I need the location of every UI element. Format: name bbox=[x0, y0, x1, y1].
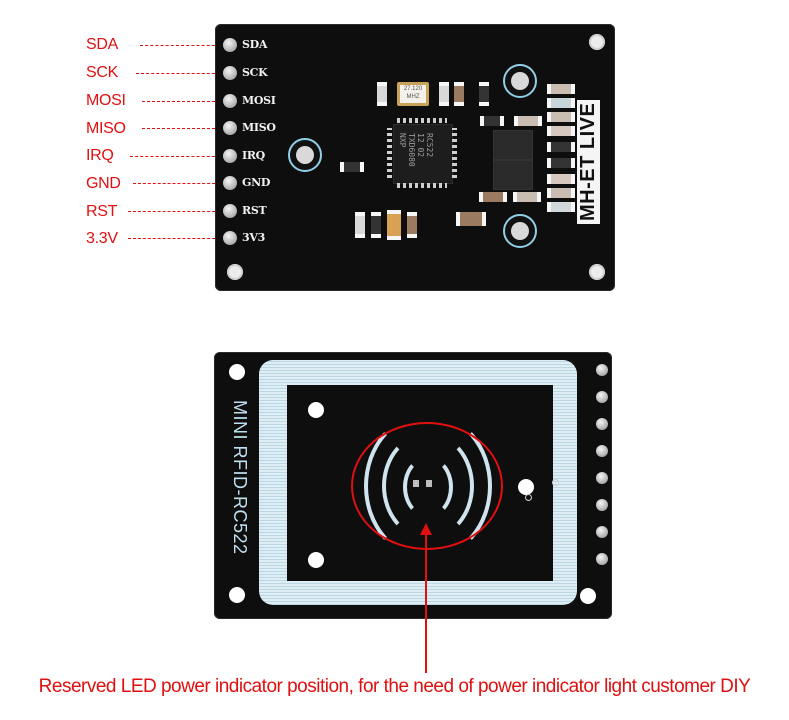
pin-label-gnd: GND bbox=[86, 175, 121, 192]
smd-component bbox=[480, 116, 504, 126]
annotation-ellipse bbox=[351, 422, 503, 550]
smd-component bbox=[479, 82, 489, 106]
mount-hole-icon bbox=[229, 364, 245, 380]
pin-leader-line bbox=[142, 128, 220, 129]
ringed-hole-icon bbox=[503, 214, 537, 248]
pin-leader-line bbox=[128, 211, 220, 212]
smd-component bbox=[547, 158, 575, 168]
smd-component bbox=[547, 188, 575, 198]
pin-label-sck: SCK bbox=[86, 64, 118, 81]
smd-component bbox=[439, 82, 449, 106]
annotation-caption: Reserved LED power indicator position, f… bbox=[38, 676, 751, 697]
chip-pins-top bbox=[397, 118, 447, 123]
pin-leader-line bbox=[142, 101, 220, 102]
silk-3v3: 3V3 bbox=[242, 231, 265, 244]
pin-pad-icon bbox=[223, 66, 237, 80]
pin-leader-line bbox=[136, 73, 220, 74]
pin-leader-line bbox=[130, 156, 220, 157]
chip-pins-left bbox=[387, 128, 392, 178]
mount-hole-icon bbox=[227, 264, 243, 280]
smd-component bbox=[547, 142, 575, 152]
pin-leader-line bbox=[140, 45, 220, 46]
silk-mosi: MOSI bbox=[242, 94, 276, 107]
front-board: SDA SCK MOSI MISO IRQ GND RST 3V3 27.120… bbox=[215, 24, 615, 291]
pin-label-sda: SDA bbox=[86, 36, 118, 53]
inductor bbox=[493, 160, 533, 190]
chip-pins-right bbox=[452, 128, 457, 178]
smd-component bbox=[547, 174, 575, 184]
smd-component bbox=[479, 192, 507, 202]
pin-pad-icon bbox=[596, 472, 608, 484]
pin-pad-icon bbox=[596, 445, 608, 457]
crystal-oscillator: 27.120 MHZ bbox=[397, 82, 429, 106]
chip-pins-bottom bbox=[397, 183, 447, 188]
smd-component bbox=[371, 212, 381, 238]
pin-label-rst: RST bbox=[86, 203, 118, 220]
silk-sda: SDA bbox=[242, 38, 268, 51]
ringed-hole-icon bbox=[288, 138, 322, 172]
silk-irq: IRQ bbox=[242, 149, 265, 162]
smd-component bbox=[547, 202, 575, 212]
pin-label-mosi: MOSI bbox=[86, 92, 126, 109]
mount-hole-icon bbox=[589, 264, 605, 280]
silk-sck: SCK bbox=[242, 66, 268, 79]
smd-component bbox=[454, 82, 464, 106]
pin-pad-icon bbox=[223, 38, 237, 52]
mount-hole-icon bbox=[308, 552, 324, 568]
annotation-arrow-head-icon bbox=[420, 523, 432, 535]
mount-hole-icon bbox=[518, 479, 534, 495]
pin-pad-icon bbox=[596, 391, 608, 403]
smd-component bbox=[355, 212, 365, 238]
pin-label-irq: IRQ bbox=[86, 147, 114, 164]
pin-pad-icon bbox=[223, 121, 237, 135]
smd-component bbox=[407, 212, 417, 238]
inductor bbox=[493, 130, 533, 160]
pin-pad-icon bbox=[223, 231, 237, 245]
pin-pad-icon bbox=[596, 553, 608, 565]
pin-pad-icon bbox=[223, 204, 237, 218]
mount-hole-icon bbox=[308, 402, 324, 418]
pin-pad-icon bbox=[596, 526, 608, 538]
mount-hole-icon bbox=[589, 34, 605, 50]
pin-leader-line bbox=[128, 238, 220, 239]
smd-component bbox=[547, 84, 575, 94]
smd-component bbox=[547, 126, 575, 136]
brand-label: MH-ET LIVE bbox=[577, 99, 600, 224]
via-icon bbox=[552, 479, 559, 486]
ringed-hole-icon bbox=[503, 64, 537, 98]
pin-pad-icon bbox=[223, 176, 237, 190]
mount-hole-icon bbox=[229, 587, 245, 603]
via-icon bbox=[525, 494, 532, 501]
pin-label-3v3: 3.3V bbox=[86, 230, 118, 247]
board-title: MINI RFID-RC522 bbox=[230, 400, 250, 555]
pin-label-miso: MISO bbox=[86, 120, 126, 137]
silk-gnd: GND bbox=[242, 176, 271, 189]
smd-component bbox=[547, 98, 575, 108]
smd-component bbox=[456, 212, 486, 226]
pin-pad-icon bbox=[596, 499, 608, 511]
pin-leader-line bbox=[133, 183, 220, 184]
smd-component bbox=[547, 112, 575, 122]
annotation-arrow-line bbox=[425, 533, 427, 673]
crystal-marking: 27.120 MHZ bbox=[400, 85, 426, 103]
pin-pad-icon bbox=[596, 364, 608, 376]
pin-pad-icon bbox=[223, 149, 237, 163]
smd-component bbox=[340, 162, 364, 172]
silk-rst: RST bbox=[242, 204, 267, 217]
smd-component bbox=[387, 210, 401, 240]
rc522-chip: RC522 12 02 TXD6080 NXP bbox=[393, 124, 453, 184]
mount-hole-icon bbox=[580, 588, 596, 604]
pin-pad-icon bbox=[596, 418, 608, 430]
smd-component bbox=[514, 116, 542, 126]
chip-marking: RC522 12 02 TXD6080 NXP bbox=[398, 133, 434, 167]
smd-component bbox=[377, 82, 387, 106]
pin-pad-icon bbox=[223, 94, 237, 108]
silk-miso: MISO bbox=[242, 121, 276, 134]
smd-component bbox=[513, 192, 541, 202]
